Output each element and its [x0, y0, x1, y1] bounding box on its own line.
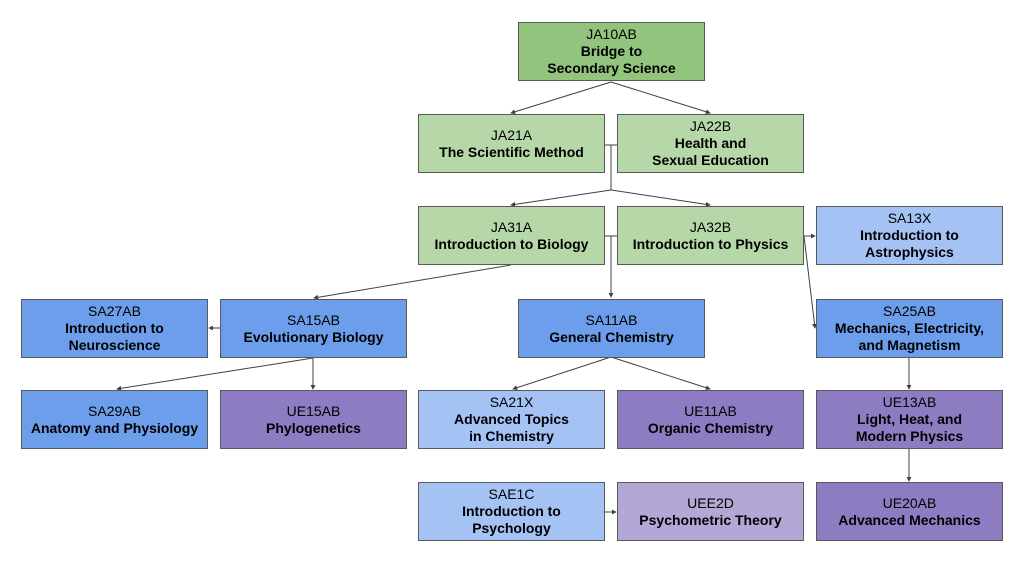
course-code: JA21A	[490, 126, 533, 143]
course-title: Psychometric Theory	[639, 511, 782, 528]
course-title: Introduction to Biology	[434, 235, 589, 252]
course-title: Evolutionary Biology	[243, 328, 384, 345]
edge-JA31A-SA15AB	[313, 264, 512, 300]
course-title: Health and Sexual Education	[652, 135, 769, 168]
edge-JA32B-SA25AB	[803, 235, 817, 329]
course-code: SA29AB	[88, 402, 141, 419]
course-node-JA22B[interactable]: JA22B Health and Sexual Education	[617, 114, 804, 173]
course-code: UE13AB	[882, 394, 937, 410]
course-code: UE20AB	[882, 494, 937, 511]
course-node-SAE1C[interactable]: SAE1C Introduction to Psychology	[418, 482, 605, 541]
course-title: Phylogenetics	[266, 419, 361, 436]
course-title: The Scientific Method	[439, 143, 584, 160]
course-title: Advanced Mechanics	[838, 511, 981, 528]
course-title: Mechanics, Electricity, and Magnetism	[834, 320, 985, 353]
edge-SA11AB-UE11AB	[610, 356, 711, 391]
course-code: JA31A	[490, 218, 533, 235]
course-title: General Chemistry	[549, 328, 674, 345]
course-code: SA15AB	[287, 311, 340, 328]
course-title: Bridge to Secondary Science	[547, 43, 676, 76]
course-node-SA13X[interactable]: SA13X Introduction to Astrophysics	[816, 206, 1003, 265]
edge-row1-JA32B	[610, 189, 711, 207]
course-title: Organic Chemistry	[647, 419, 774, 436]
course-code: JA22B	[689, 118, 732, 134]
course-title: Anatomy and Physiology	[30, 419, 199, 436]
course-title: Introduction to Psychology	[462, 503, 561, 536]
course-node-JA10AB[interactable]: JA10AB Bridge to Secondary Science	[518, 22, 705, 81]
course-title: Introduction to Astrophysics	[860, 227, 959, 260]
course-node-SA11AB[interactable]: SA11AB General Chemistry	[518, 299, 705, 358]
course-code: SA11AB	[585, 311, 638, 328]
edge-row1-JA31A	[510, 189, 612, 207]
course-code: UE15AB	[286, 402, 341, 419]
edge-JA10AB-JA21A	[510, 81, 612, 115]
course-node-JA32B[interactable]: JA32B Introduction to Physics	[617, 206, 804, 265]
edge-join-row2-SA11AB	[605, 235, 617, 297]
course-code: SA21X	[489, 394, 534, 410]
edge-JA10AB-JA22B	[610, 81, 711, 115]
course-node-JA21A[interactable]: JA21A The Scientific Method	[418, 114, 605, 173]
course-code: UE11AB	[684, 402, 737, 419]
course-node-SA15AB[interactable]: SA15AB Evolutionary Biology	[220, 299, 407, 358]
course-title: Advanced Topics in Chemistry	[454, 411, 569, 444]
edge-SA15AB-SA29AB	[116, 357, 314, 391]
edge-SA11AB-SA21X	[512, 356, 612, 391]
course-node-UE15AB[interactable]: UE15AB Phylogenetics	[220, 390, 407, 449]
course-code: SA13X	[887, 210, 932, 226]
course-code: SA25AB	[883, 303, 936, 319]
course-title: Light, Heat, and Modern Physics	[855, 411, 964, 444]
course-code: SAE1C	[488, 486, 535, 502]
course-node-UE20AB[interactable]: UE20AB Advanced Mechanics	[816, 482, 1003, 541]
edge-join-row1	[605, 144, 617, 190]
course-code: JA32B	[689, 218, 732, 235]
course-node-UEE2D[interactable]: UEE2D Psychometric Theory	[617, 482, 804, 541]
course-node-SA21X[interactable]: SA21X Advanced Topics in Chemistry	[418, 390, 605, 449]
course-node-UE13AB[interactable]: UE13AB Light, Heat, and Modern Physics	[816, 390, 1003, 449]
course-code: JA10AB	[586, 26, 637, 42]
course-title: Introduction to Neuroscience	[65, 320, 164, 353]
course-code: SA27AB	[88, 303, 141, 319]
course-node-SA25AB[interactable]: SA25AB Mechanics, Electricity, and Magne…	[816, 299, 1003, 358]
course-code: UEE2D	[687, 494, 734, 511]
course-node-SA29AB[interactable]: SA29AB Anatomy and Physiology	[21, 390, 208, 449]
course-title: Introduction to Physics	[632, 235, 789, 252]
course-node-UE11AB[interactable]: UE11AB Organic Chemistry	[617, 390, 804, 449]
course-node-SA27AB[interactable]: SA27AB Introduction to Neuroscience	[21, 299, 208, 358]
course-node-JA31A[interactable]: JA31A Introduction to Biology	[418, 206, 605, 265]
